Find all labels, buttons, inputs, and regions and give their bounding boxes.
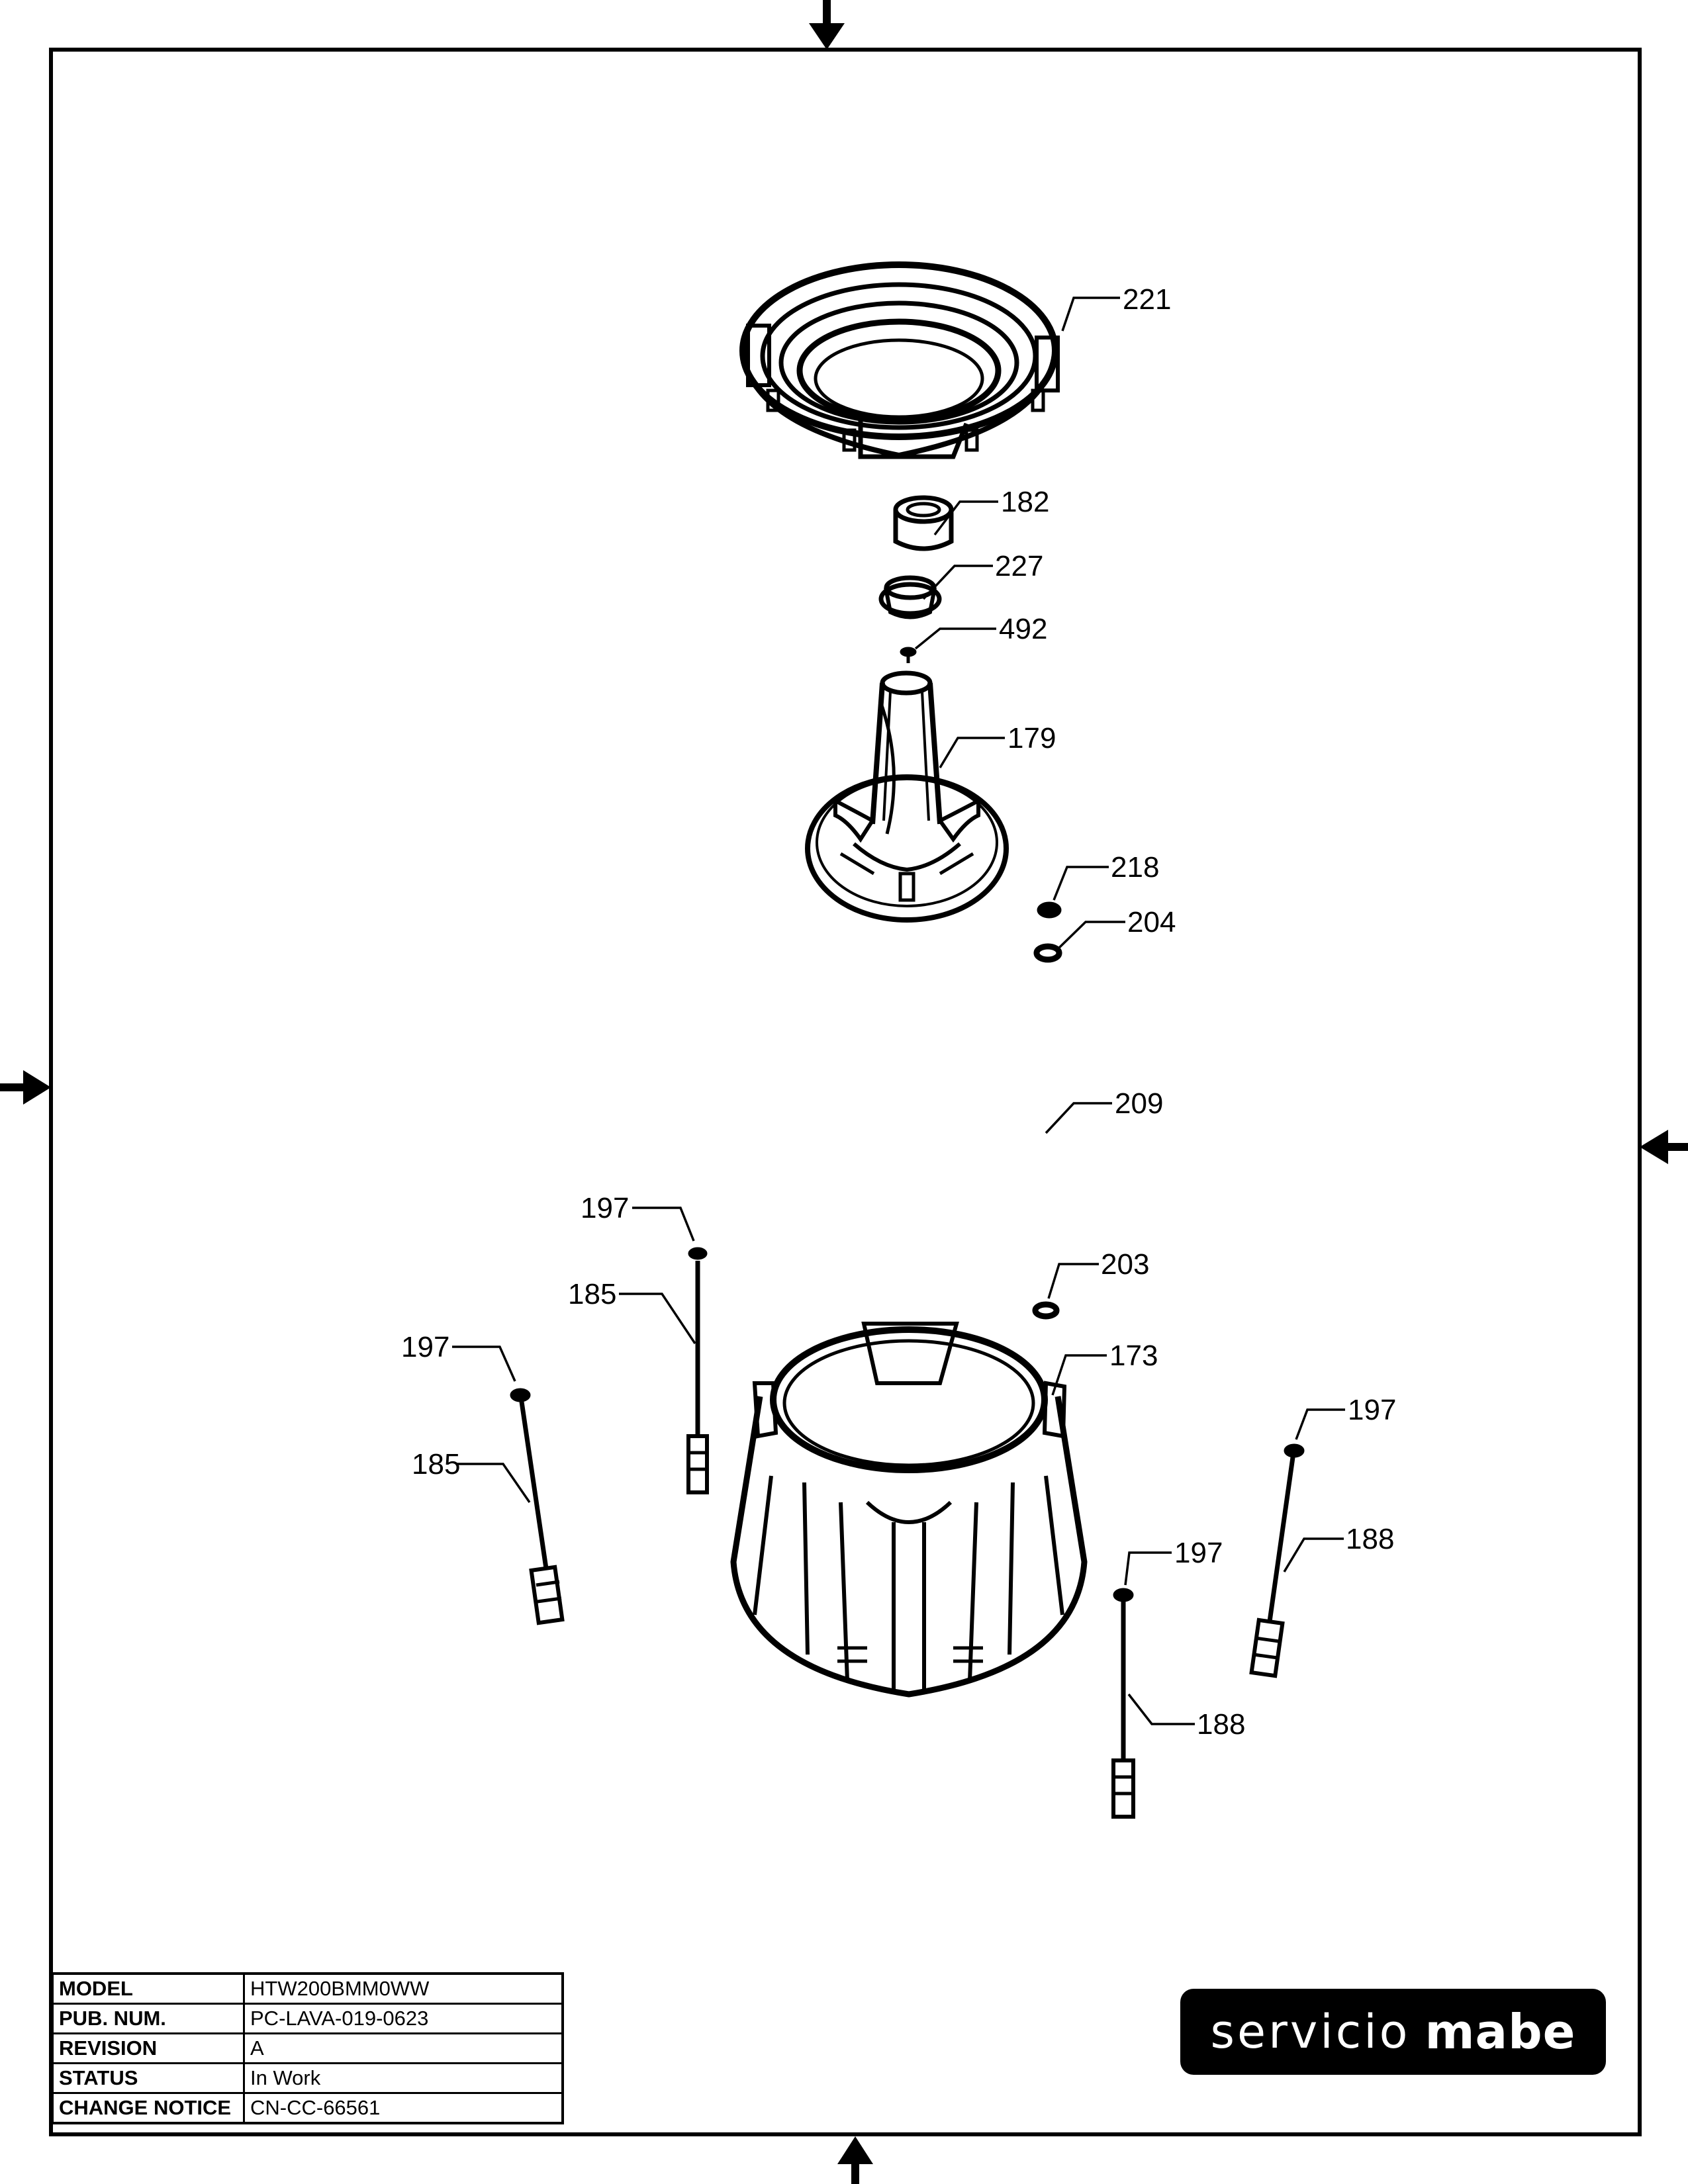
sheet-border — [49, 48, 1642, 2136]
part-221-tub-ring — [739, 261, 1060, 459]
part-218-nut — [1037, 901, 1062, 919]
part-227-seal — [878, 575, 942, 619]
row-value-status: In Work — [243, 2062, 564, 2094]
callout-221: 221 — [1123, 283, 1171, 316]
part-173-outer-tub — [730, 1322, 1088, 1698]
part-179-agitator — [805, 670, 1009, 923]
callout-188-a: 188 — [1346, 1523, 1394, 1555]
row-value-change-notice: CN-CC-66561 — [243, 2092, 564, 2124]
title-block-row: MODEL HTW200BMM0WW — [51, 1972, 564, 2005]
callout-204: 204 — [1127, 906, 1176, 938]
title-block-row: PUB. NUM. PC-LAVA-019-0623 — [51, 2003, 564, 2034]
part-204-washer — [1033, 943, 1062, 963]
leader-lines — [452, 296, 1345, 1725]
callout-197-c: 197 — [1348, 1394, 1396, 1426]
callout-182: 182 — [1001, 486, 1049, 518]
callout-185-a: 185 — [568, 1278, 616, 1310]
row-value-revision: A — [243, 2032, 564, 2064]
callout-203: 203 — [1101, 1248, 1149, 1281]
part-185-suspension-rod-b — [510, 1388, 565, 1625]
row-key-pub-num: PUB. NUM. — [51, 2003, 245, 2034]
logo-word-servicio: servicio — [1210, 2005, 1411, 2059]
callout-197-b: 197 — [401, 1331, 449, 1363]
callout-227: 227 — [995, 550, 1043, 582]
row-key-status: STATUS — [51, 2062, 245, 2094]
callout-labels: 221 182 227 492 179 218 204 209 197 185 … — [401, 283, 1396, 1741]
callout-492: 492 — [999, 613, 1047, 645]
callout-209: 209 — [1115, 1087, 1163, 1120]
part-188-suspension-rod-c — [1249, 1443, 1305, 1678]
part-203-washer — [1032, 1301, 1060, 1320]
servicio-mabe-logo: servicio mabe — [1180, 1989, 1606, 2075]
title-block-row: STATUS In Work — [51, 2062, 564, 2094]
row-value-model: HTW200BMM0WW — [243, 1972, 564, 2005]
callout-173: 173 — [1109, 1340, 1158, 1372]
callout-218: 218 — [1111, 851, 1159, 884]
callout-197-a: 197 — [581, 1192, 629, 1224]
callout-185-b: 185 — [412, 1448, 460, 1480]
part-182-cap — [893, 495, 954, 551]
part-185-suspension-rod-a — [686, 1247, 709, 1494]
part-492-screw — [900, 647, 917, 663]
callout-179: 179 — [1008, 722, 1056, 754]
row-key-model: MODEL — [51, 1972, 245, 2005]
logo-word-mabe: mabe — [1425, 2004, 1576, 2060]
callout-197-d: 197 — [1174, 1537, 1223, 1569]
row-key-change-notice: CHANGE NOTICE — [51, 2092, 245, 2124]
row-key-revision: REVISION — [51, 2032, 245, 2064]
title-block-row: CHANGE NOTICE CN-CC-66561 — [51, 2092, 564, 2124]
part-188-suspension-rod-d — [1111, 1588, 1135, 1819]
row-value-pub-num: PC-LAVA-019-0623 — [243, 2003, 564, 2034]
title-block-row: REVISION A — [51, 2032, 564, 2064]
title-block-table: MODEL HTW200BMM0WW PUB. NUM. PC-LAVA-019… — [51, 1972, 564, 2124]
callout-188-b: 188 — [1197, 1708, 1245, 1741]
